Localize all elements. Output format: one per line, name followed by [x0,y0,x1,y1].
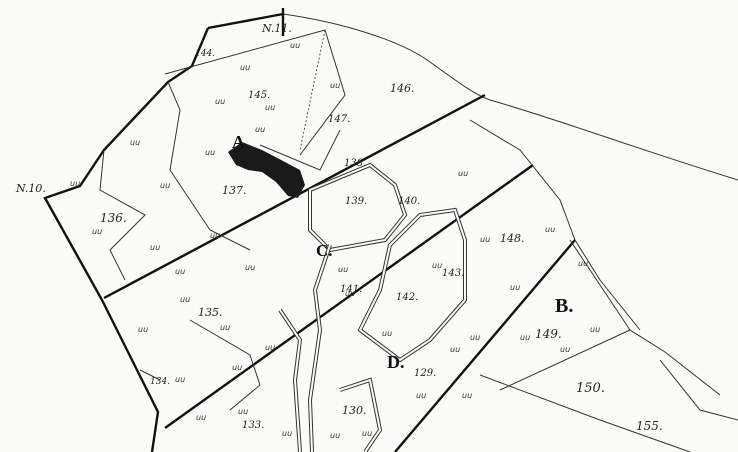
parcel-label: 148. [500,232,525,245]
svg-text:uu: uu [150,243,160,252]
svg-text:uu: uu [560,345,570,354]
svg-text:uu: uu [138,325,148,334]
svg-text:uu: uu [130,138,140,147]
parcel-line [259,129,341,171]
svg-text:uu: uu [265,343,275,352]
svg-text:uu: uu [255,125,265,134]
svg-text:uu: uu [245,263,255,272]
parcel-line-dotted [299,29,326,151]
parcel-label: 146. [390,82,415,95]
parcel-label: 129. [414,368,436,379]
parcel-line [164,29,346,156]
svg-text:uu: uu [220,323,230,332]
parcel-line [629,329,738,421]
svg-text:uu: uu [462,391,472,400]
point-label-c: C. [316,241,333,260]
pond-shape [228,142,305,198]
parcel-line [139,369,161,381]
parcel-label: 144. [195,49,215,59]
parcel-line [469,119,641,331]
parcel-label: 141. [340,284,362,295]
svg-text:uu: uu [450,345,460,354]
svg-text:uu: uu [196,413,206,422]
svg-text:uu: uu [458,169,468,178]
parcel-label: 147. [328,114,350,125]
svg-text:uu: uu [175,267,185,276]
svg-text:uu: uu [238,407,248,416]
parcel-label: 138. [344,158,366,169]
top-outline [282,13,738,181]
svg-text:uu: uu [382,329,392,338]
parcel-label: 136. [100,211,127,225]
parcel-label: 139. [345,196,367,207]
point-label-b: B. [555,295,573,317]
road-double-line [278,162,467,452]
svg-text:uu: uu [215,97,225,106]
svg-text:uu: uu [416,391,426,400]
parcel-line [479,374,691,452]
svg-text:uu: uu [70,179,80,188]
parcel-line [99,149,146,281]
parcel-label: 145. [248,90,270,101]
diagonal-line-2 [164,164,534,429]
boundary-line [43,12,284,452]
svg-text:uu: uu [362,429,372,438]
svg-text:uu: uu [232,363,242,372]
svg-text:uu: uu [345,289,355,298]
svg-text:uu: uu [240,63,250,72]
parcel-label: 135. [198,306,223,319]
parcel-label: 149. [535,327,562,341]
svg-text:uu: uu [160,181,170,190]
parcel-label: 130. [342,404,367,417]
svg-text:uu: uu [330,81,340,90]
svg-text:uu: uu [265,103,275,112]
svg-text:uu: uu [480,235,490,244]
svg-text:uu: uu [578,259,588,268]
diagonal-line-3 [394,239,576,452]
svg-text:uu: uu [338,265,348,274]
parcel-line [189,319,261,411]
parcel-line [167,81,251,251]
svg-text:uu: uu [330,431,340,440]
parcel-label: 143. [442,268,464,279]
parcel-label: 142. [396,292,418,303]
parcel-label: 137. [222,184,247,197]
svg-text:uu: uu [432,261,442,270]
svg-text:uu: uu [545,225,555,234]
point-label-d: D. [387,352,405,372]
svg-text:uu: uu [180,295,190,304]
svg-text:uu: uu [92,227,102,236]
parcel-label: 140. [398,196,420,207]
svg-text:uu: uu [510,283,520,292]
point-label-a: A [232,132,245,152]
svg-text:uu: uu [175,375,185,384]
parcel-label: 155. [636,419,663,433]
svg-text:uu: uu [470,333,480,342]
edge-label-top: N.11. [261,22,292,35]
edge-label-left: N.10. [15,182,46,195]
svg-text:uu: uu [590,325,600,334]
svg-text:uu: uu [290,41,300,50]
parcel-label: 150. [576,381,605,396]
svg-text:uu: uu [210,231,220,240]
parcel-label: 133. [242,420,264,431]
svg-text:uu: uu [282,429,292,438]
svg-text:uu: uu [520,333,530,342]
svg-text:uu: uu [205,148,215,157]
parcel-label: 134. [150,377,170,387]
